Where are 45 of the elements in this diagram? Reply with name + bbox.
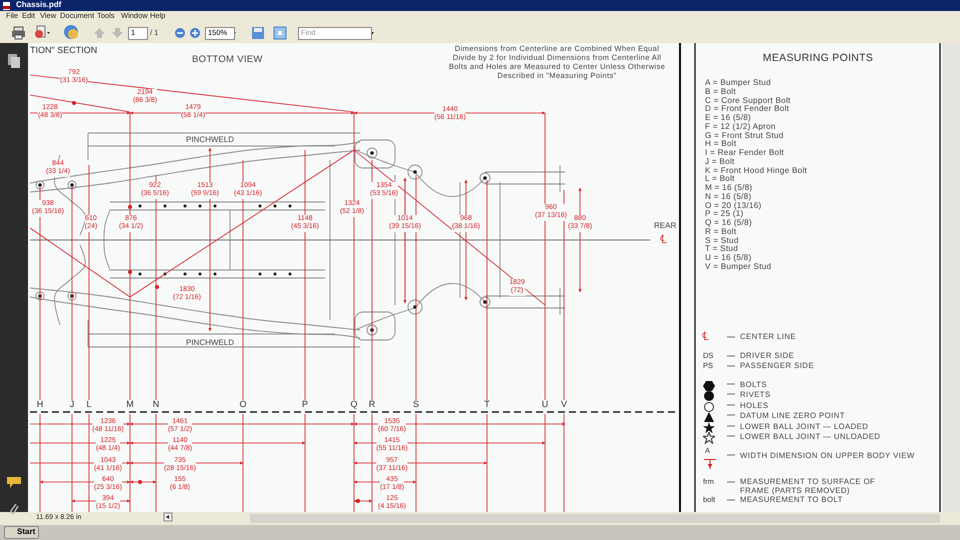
window-title: Chassis.pdf <box>16 1 62 10</box>
panel-heading: MEASURING POINTS <box>762 53 874 65</box>
direction-label: REAR <box>654 222 676 231</box>
measuring-point-entry: M = 16 (5/8) <box>705 184 752 192</box>
point-letter: V <box>561 400 567 410</box>
measuring-point-entry: O = 20 (13/16) <box>705 202 762 210</box>
measuring-point-entry: G = Front Strut Stud <box>705 132 784 140</box>
measuring-point-entry: T = Stud <box>705 245 738 254</box>
point-letter: Q <box>350 400 358 410</box>
point-letter: S <box>413 400 419 410</box>
measuring-point-entry: F = 12 (1/2) Apron <box>705 122 776 131</box>
point-letter: J <box>70 400 74 410</box>
view-title: BOTTOM VIEW <box>192 55 263 66</box>
measuring-point-entry: C = Core Support Bolt <box>705 96 791 105</box>
measuring-point-entry: V = Bumper Stud <box>705 262 772 271</box>
measuring-point-entry: S = Stud <box>705 236 739 245</box>
measuring-point-entry: B = Bolt <box>705 88 736 96</box>
part-label: PINCHWELD <box>186 136 234 145</box>
point-letter: O <box>240 400 246 410</box>
point-letter: R <box>368 400 376 410</box>
centerline-symbol: ℄ <box>702 330 709 344</box>
measuring-point-entry: K = Front Hood Hinge Bolt <box>705 166 808 175</box>
point-letter: N <box>152 400 160 410</box>
measuring-point-entry: N = 16 (5/8) <box>705 192 752 201</box>
measuring-point-entry: E = 16 (5/8) <box>705 114 752 122</box>
point-letter: P <box>302 400 308 410</box>
measuring-point-entry: P = 25 (1) <box>705 210 744 218</box>
measuring-point-entry: D = Front Fender Bolt <box>705 105 790 114</box>
point-letter: T <box>484 400 490 410</box>
measuring-point-entry: U = 16 (5/8) <box>705 254 752 262</box>
start-button: Start <box>4 526 40 539</box>
part-label: PINCHWELD <box>186 339 234 348</box>
measuring-point-entry: R = Bolt <box>705 228 736 236</box>
measuring-point-entry: A = Bumper Stud <box>705 79 771 88</box>
measuring-point-entry: I = Rear Fender Bolt <box>705 149 784 158</box>
point-letter: L <box>86 400 92 410</box>
point-letter: M <box>126 400 134 410</box>
centerline-symbol: ℄ <box>660 233 667 246</box>
point-letter: H <box>36 400 44 410</box>
measuring-point-entry: J = Bolt <box>705 158 735 166</box>
measuring-point-entry: L = Bolt <box>705 175 735 184</box>
measuring-point-entry: H = Bolt <box>705 140 736 148</box>
measuring-point-entry: Q = 16 (5/8) <box>705 219 752 228</box>
point-letter: U <box>542 400 548 410</box>
section-heading: TION" SECTION <box>30 46 98 56</box>
